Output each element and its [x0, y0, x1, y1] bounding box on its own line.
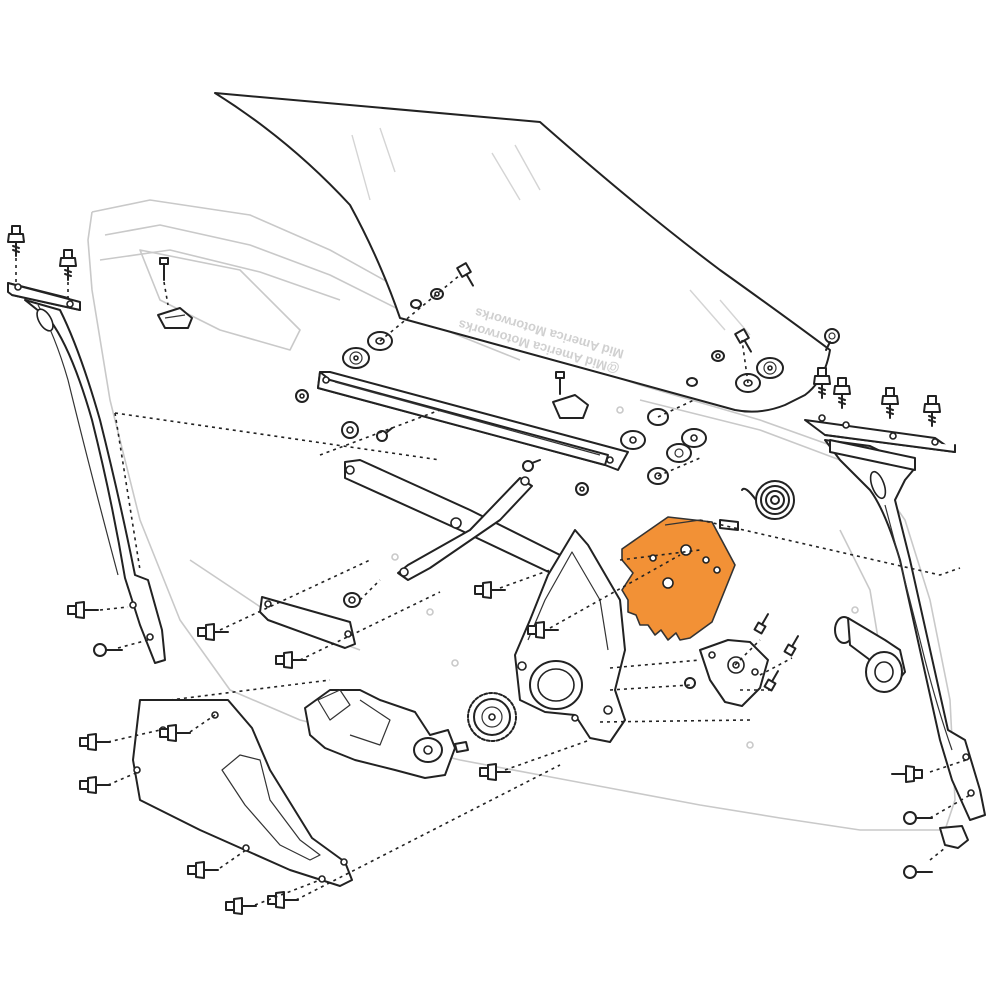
washer-icon — [756, 357, 784, 379]
bolt-icon — [7, 225, 25, 257]
bolt-icon — [813, 367, 831, 399]
bolt-icon — [474, 581, 506, 599]
drive-gear — [467, 692, 517, 742]
screw-icon — [159, 257, 169, 281]
lower-channel-bracket — [259, 592, 361, 649]
screw-icon — [734, 328, 752, 353]
channel-mounting-bolts-right — [813, 328, 941, 427]
bolt-icon — [79, 733, 111, 751]
washer-icon — [410, 299, 422, 309]
bolt-icon — [59, 249, 77, 281]
channel-mounting-bolts-left — [7, 225, 77, 300]
screw-icon — [555, 371, 565, 395]
regulator-arms — [344, 459, 571, 581]
nut-icon — [341, 421, 359, 439]
bolt-icon — [79, 776, 111, 794]
screw-icon — [763, 670, 779, 692]
right-glass-run-channel — [804, 414, 986, 821]
screw-icon — [903, 865, 933, 879]
glass-clip-assembly — [342, 262, 784, 485]
assembly-leader-lines — [99, 409, 971, 906]
washer-icon — [620, 430, 646, 450]
bolt-icon — [197, 623, 229, 641]
washer-icon — [686, 377, 698, 387]
regulator-backing-plate — [514, 529, 626, 743]
bolt-icon — [275, 651, 307, 669]
bolt-icon — [187, 861, 219, 879]
bolt-icon — [67, 601, 99, 619]
door-stop-roller — [834, 616, 906, 693]
bolt-icon — [881, 387, 899, 419]
nut-icon — [295, 389, 309, 403]
screw-icon — [456, 262, 474, 287]
guide-clip — [157, 257, 193, 329]
washer-icon — [342, 347, 370, 369]
guide-clip-center — [552, 371, 589, 419]
access-panel — [132, 699, 353, 887]
bolt-icon — [923, 395, 941, 427]
washer-icon — [666, 443, 692, 463]
left-glass-run-channel — [7, 282, 166, 664]
screw-icon — [753, 613, 769, 635]
nut-icon — [376, 427, 393, 442]
bolt-icon — [267, 891, 299, 909]
bolt-icon — [891, 765, 923, 783]
glass-lift-channel — [317, 371, 629, 471]
washer-icon — [681, 428, 707, 448]
washer-icon — [343, 592, 361, 608]
loose-bolts — [67, 581, 933, 915]
sector-gear-highlighted[interactable] — [621, 516, 736, 641]
bolt-icon — [824, 328, 840, 351]
washer-icon — [711, 350, 725, 362]
bolt-icon — [527, 621, 559, 639]
window-motor — [304, 689, 469, 779]
screw-icon — [93, 643, 123, 657]
counterbalance-spring — [719, 480, 795, 531]
bolt-icon — [225, 897, 257, 915]
bolt-icon — [479, 763, 511, 781]
nut-icon — [575, 482, 589, 496]
pivot-bracket — [699, 639, 769, 707]
bolt-icon — [833, 377, 851, 409]
bolt-icon — [159, 724, 191, 742]
screw-icon — [903, 811, 933, 825]
nut-icon — [522, 459, 541, 472]
nut-icon — [684, 677, 696, 689]
screw-icon — [783, 635, 799, 657]
door-glass: @Mid America Motorworks Mid America Moto… — [214, 92, 831, 413]
bottom-clip — [939, 825, 969, 849]
